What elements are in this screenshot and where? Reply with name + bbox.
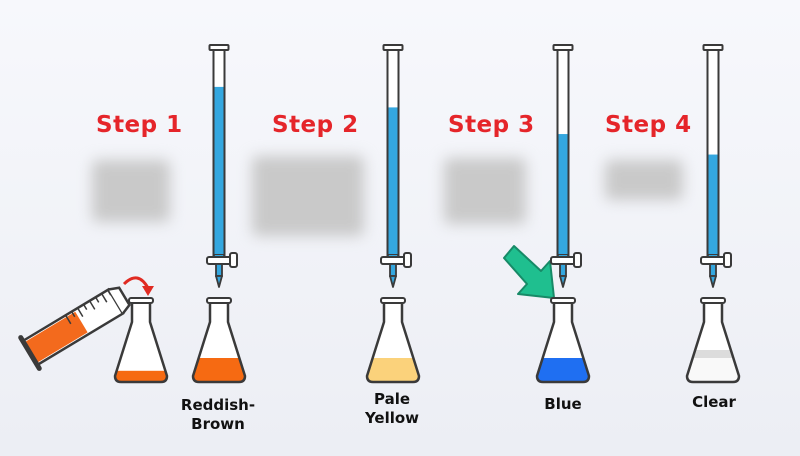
cylinder-liquid xyxy=(25,311,88,363)
step-1-label: Step 1 xyxy=(96,112,183,138)
flask-liquid xyxy=(367,358,419,382)
pour-arrow-icon xyxy=(122,276,154,296)
caption-pale-yellow: Pale Yellow xyxy=(364,390,420,427)
stopcock-icon[interactable] xyxy=(550,252,582,268)
flask-liquid xyxy=(537,358,589,382)
stopcock-icon[interactable] xyxy=(380,252,412,268)
caption-reddish-brown: Reddish- Brown xyxy=(180,396,256,433)
blurred-box-2 xyxy=(252,156,364,236)
step-2-label: Step 2 xyxy=(272,112,359,138)
blurred-box-1 xyxy=(92,160,170,222)
burette-tube xyxy=(707,50,719,255)
caption-blue: Blue xyxy=(544,395,582,413)
cylinder-graduations xyxy=(65,289,112,325)
caption-clear: Clear xyxy=(692,393,736,411)
flask-liquid xyxy=(193,358,245,382)
flask-step-1 xyxy=(113,297,169,384)
burette-step-4 xyxy=(550,44,582,288)
step-3-label: Step 3 xyxy=(448,112,535,138)
flask-glass xyxy=(115,302,167,382)
burette-final xyxy=(700,44,732,288)
blurred-box-3 xyxy=(444,158,526,224)
burette-step-3 xyxy=(380,44,412,288)
flask-pale-yellow xyxy=(365,297,421,384)
flask-reddish-brown xyxy=(191,297,247,384)
flask-blue xyxy=(535,297,591,384)
blurred-box-4 xyxy=(605,160,683,200)
burette-titrant xyxy=(213,86,225,256)
burette-titrant xyxy=(557,134,569,255)
flask-clear xyxy=(685,297,741,384)
burette-step-2 xyxy=(206,44,238,288)
stopcock-icon[interactable] xyxy=(700,252,732,268)
graduated-cylinder xyxy=(18,286,131,371)
indicator-arrow-icon xyxy=(503,245,555,299)
flask-liquid xyxy=(115,370,167,382)
step-4-label: Step 4 xyxy=(605,112,692,138)
burette-titrant xyxy=(387,107,399,256)
burette-titrant xyxy=(707,154,719,255)
flask-liquid xyxy=(687,358,739,382)
